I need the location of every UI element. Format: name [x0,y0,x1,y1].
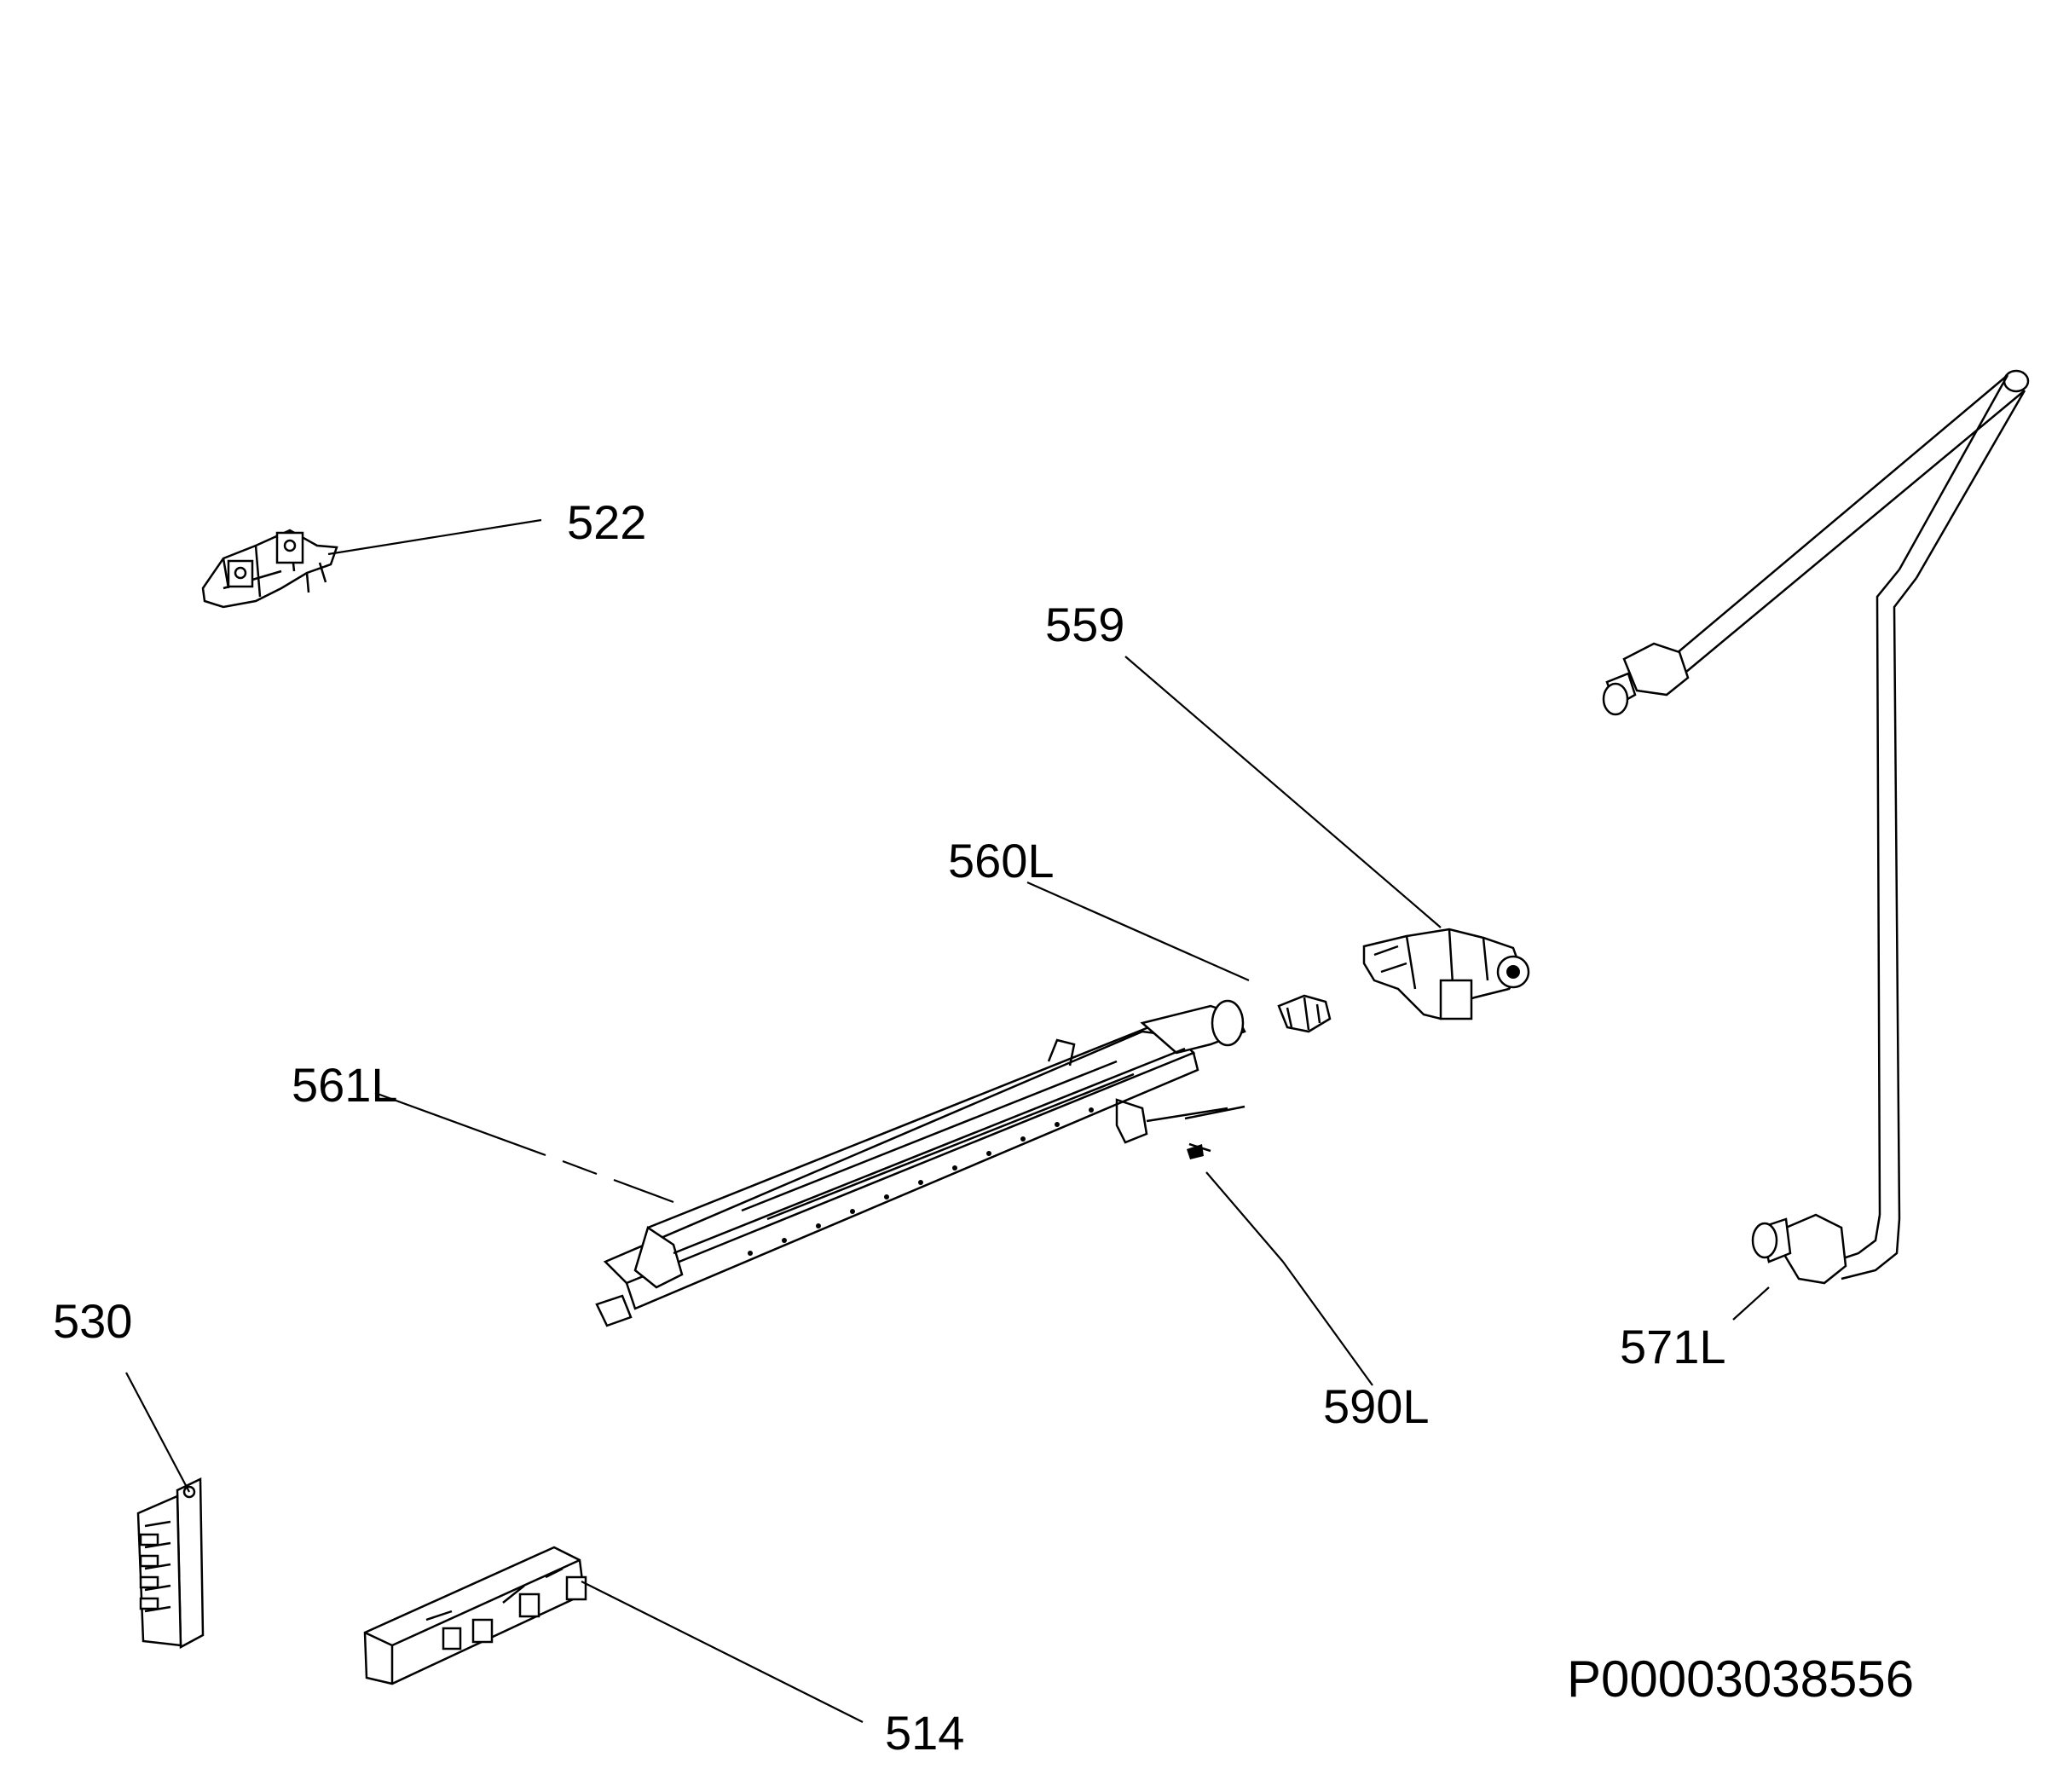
diagram-id: P00003038556 [1567,1650,1915,1708]
part-571L-gas-pipe [1602,369,2030,1285]
label-530: 530 [53,1294,133,1348]
part-590L-igniter [1187,1142,1211,1159]
part-561L-burner [595,999,1246,1327]
leader-559 [1124,656,1442,928]
label-559: 559 [1045,598,1125,651]
leader-514 [581,1581,864,1723]
part-514-spark-generator [363,1546,587,1685]
label-560L: 560L [948,834,1055,887]
part-560L-nozzle [1277,994,1332,1033]
label-590L: 590L [1323,1379,1430,1433]
leader-561L [374,1091,674,1204]
part-559-valve [1362,928,1530,1020]
part-522-bracket [201,529,338,609]
leader-571L [1732,1286,1770,1321]
label-514: 514 [885,1706,965,1760]
label-522: 522 [567,495,647,549]
label-561L: 561L [292,1058,398,1112]
label-571L: 571L [1620,1320,1726,1373]
part-530-terminal-block [136,1477,205,1650]
leader-530 [125,1372,190,1493]
leader-522 [327,518,542,556]
leader-590L [1205,1171,1373,1386]
leader-560L [1026,881,1250,982]
